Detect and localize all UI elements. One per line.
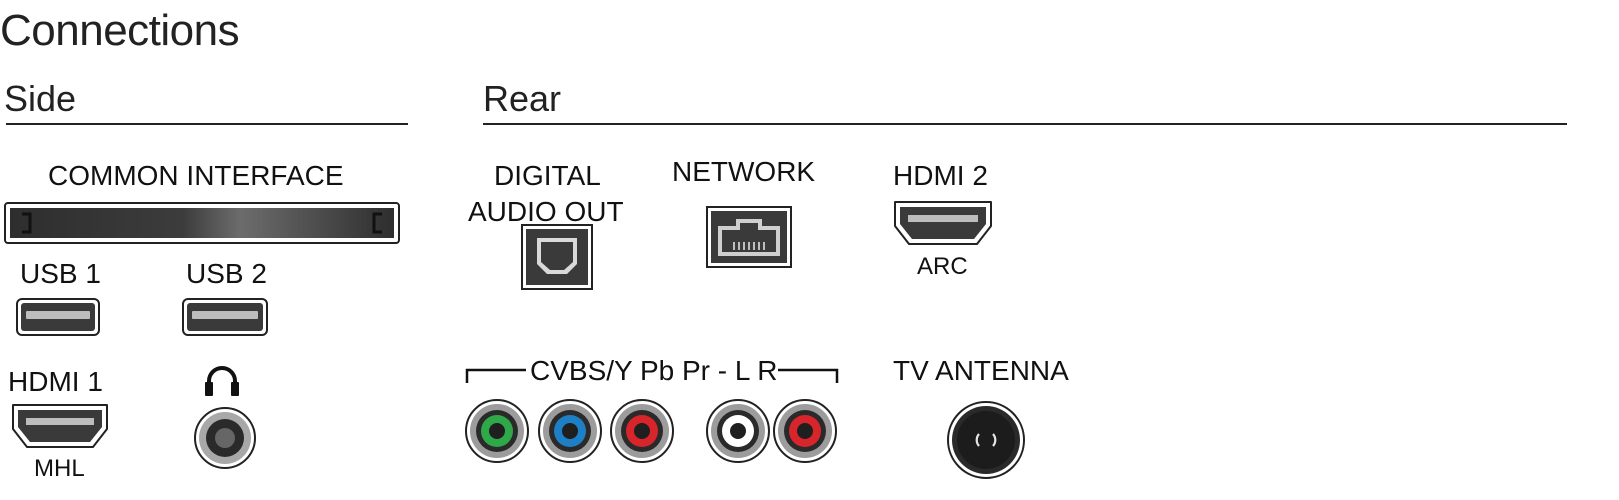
av-bracket-icon: [465, 368, 839, 383]
usb2-port-icon: [182, 298, 268, 336]
network-label: NETWORK: [672, 156, 816, 187]
hdmi2-arc-label: ARC: [917, 253, 968, 280]
network-port-icon: [706, 206, 792, 268]
usb1-label: USB 1: [20, 258, 101, 289]
hdmi1-port-icon: [12, 404, 108, 448]
page-title: Connections: [0, 6, 240, 55]
hdmi1-mhl-label: MHL: [34, 455, 85, 482]
side-divider: [6, 123, 408, 125]
rear-heading: Rear: [483, 78, 562, 119]
headphone-jack-icon: [194, 407, 256, 469]
headphone-icon: [205, 366, 239, 396]
rca-green-jack-icon: [465, 399, 529, 463]
usb1-port-icon: [16, 298, 100, 336]
usb2-label: USB 2: [186, 258, 267, 289]
digital-audio-label-line1: DIGITAL: [494, 160, 601, 191]
rca-blue-jack-icon: [538, 399, 602, 463]
coax-icon: [975, 433, 997, 447]
rca-red-audio-jack-icon: [773, 399, 837, 463]
av-input-label: CVBS/Y Pb Pr - L R: [530, 355, 778, 386]
tv-antenna-port-icon: [947, 401, 1025, 479]
common-interface-slot-icon: [4, 202, 400, 244]
rca-red-jack-icon: [610, 399, 674, 463]
av-rca-jacks: [465, 399, 837, 463]
hdmi1-label: HDMI 1: [8, 366, 103, 397]
rca-white-audio-jack-icon: [706, 399, 770, 463]
common-interface-label: COMMON INTERFACE: [48, 160, 344, 191]
hdmi2-port-icon: [894, 201, 992, 245]
tv-antenna-label: TV ANTENNA: [893, 355, 1069, 386]
side-heading: Side: [4, 78, 77, 119]
digital-audio-label-line2: AUDIO OUT: [468, 196, 624, 227]
optical-audio-port-icon: [521, 224, 593, 290]
rear-divider: [483, 123, 1567, 125]
hdmi2-label: HDMI 2: [893, 160, 988, 191]
